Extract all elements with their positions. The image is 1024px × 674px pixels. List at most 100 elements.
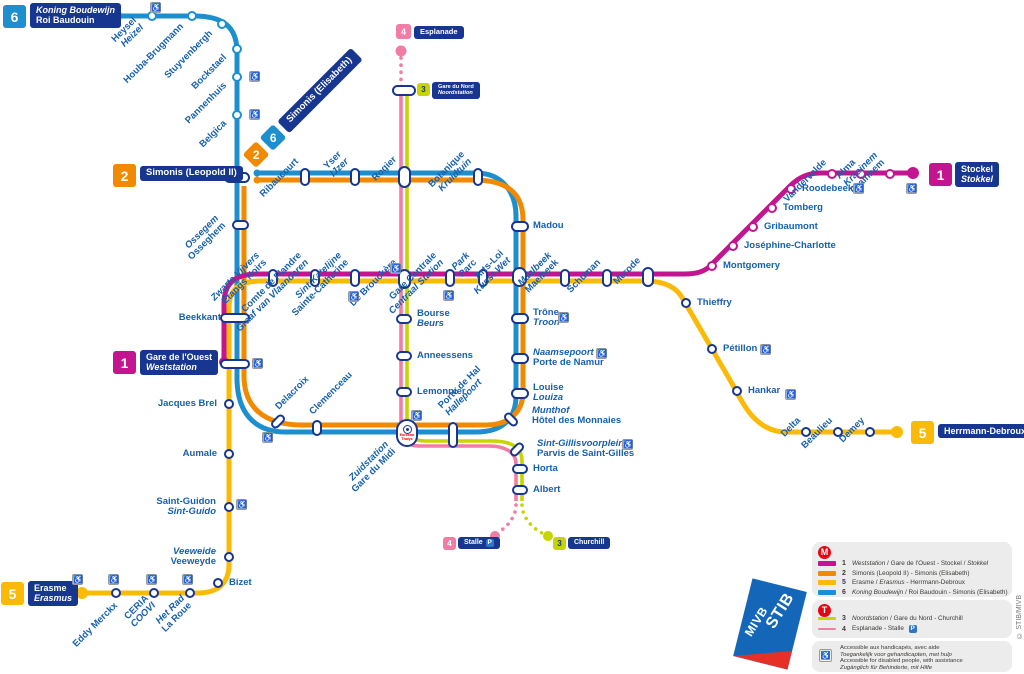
wheelchair-icon: ♿: [146, 574, 157, 585]
station-marker-thieffry: [681, 298, 691, 308]
station-label-bizet: Bizet: [229, 577, 252, 588]
station-marker-horta: [512, 464, 528, 474]
station-label-albert: Albert: [533, 484, 561, 495]
station-label-anneessens: Anneessens: [417, 350, 473, 361]
station-marker-demey: [865, 427, 875, 437]
station-marker-gare-du-midi: Eurostar Thalys: [396, 419, 418, 447]
station-marker-houba-brugmann: [187, 11, 197, 21]
eurostar-thalys-icon: Eurostar Thalys: [398, 424, 416, 442]
terminus-herrmann-debroux: [891, 426, 903, 438]
terminus-box-herrmann-debroux: Herrmann-Debroux: [938, 424, 1024, 439]
wheelchair-icon: ♿: [249, 109, 260, 120]
line-badge-stockel: 1: [929, 163, 952, 186]
line-badge-koning-boudewijn: 6: [3, 5, 26, 28]
terminus-stockel: [907, 167, 919, 179]
station-marker-saint-guidon: [224, 502, 234, 512]
station-marker-ribaucourt: [300, 168, 310, 186]
line-badge-stalle: 4: [443, 537, 456, 550]
line-badge-erasme: 5: [1, 582, 24, 605]
terminus-box-simonis-leopold: Simonis (Leopold II): [140, 166, 243, 181]
station-marker-beaulieu: [833, 427, 843, 437]
wheelchair-icon: ♿: [906, 183, 917, 194]
wheelchair-icon: ♿: [262, 432, 273, 443]
station-marker-porte-de-hal: [448, 422, 458, 448]
wheelchair-icon: ♿: [150, 2, 161, 13]
legend-access-box: [812, 641, 1012, 672]
line-badge-churchill: 3: [553, 537, 566, 550]
terminus-erasme: [76, 587, 88, 599]
terminus-box-churchill: Churchill: [568, 537, 611, 550]
line-badge-simonis-leopold: 2: [113, 164, 136, 187]
station-marker-rogier: [397, 166, 411, 188]
station-label-thieffry: Thieffry: [697, 297, 732, 308]
station-marker-louise: [511, 387, 529, 399]
station-marker-gare-centrale: [445, 269, 455, 287]
station-marker-bourse: [396, 314, 412, 324]
wheelchair-icon: ♿: [72, 574, 83, 585]
station-marker-hankar: [732, 386, 742, 396]
line-6: [116, 13, 519, 435]
line-badge-esplanade: 4: [396, 24, 411, 39]
station-label-tomberg: Tomberg: [783, 202, 823, 213]
station-marker-kraainem: [885, 169, 895, 179]
station-marker-arts-loi: [511, 267, 527, 287]
station-marker-comte-de-flandre: [310, 269, 320, 287]
station-marker-porte-de-namur: [511, 352, 529, 364]
terminus-churchill: [543, 531, 553, 541]
station-marker-gare-de-l-ouest: [220, 359, 250, 369]
wheelchair-icon: ♿: [596, 348, 607, 359]
station-label-gribaumont: Gribaumont: [764, 221, 818, 232]
tram-symbol-icon: T: [818, 604, 831, 617]
terminus-simonis-2: [253, 176, 261, 184]
wheelchair-icon: ♿: [411, 410, 422, 421]
station-marker-het-rad: [185, 588, 195, 598]
wheelchair-icon: ♿: [390, 263, 401, 274]
station-marker-montgomery: [707, 261, 717, 271]
station-marker-belgica: [232, 110, 242, 120]
station-marker-jacques-brel: [224, 399, 234, 409]
legend-line-swatch: [818, 580, 836, 585]
station-marker-veeweide: [224, 552, 234, 562]
station-marker-botanique: [473, 168, 483, 186]
metro-symbol-icon: M: [818, 546, 831, 559]
line-badge-gare-du-nord: 3: [417, 83, 430, 96]
station-marker-tomberg: [767, 203, 777, 213]
station-marker-gribaumont: [748, 222, 758, 232]
wheelchair-icon: ♿: [785, 389, 796, 400]
station-label-horta: Horta: [533, 463, 558, 474]
wheelchair-icon: ♿: [236, 499, 247, 510]
wheelchair-icon: ♿: [853, 183, 864, 194]
station-marker-stuyvenbergh: [217, 19, 227, 29]
wheelchair-icon: ♿: [249, 71, 260, 82]
station-label-jacques-brel: Jacques Brel: [157, 398, 217, 409]
legend-line-swatch: [818, 627, 836, 631]
line-badge-gare-de-l-ouest: 1: [113, 351, 136, 374]
station-marker-lemonnier: [396, 387, 412, 397]
legend-line-swatch: [818, 570, 836, 576]
station-label-madou: Madou: [533, 220, 564, 231]
wheelchair-icon: ♿: [622, 439, 633, 450]
parking-icon: P: [908, 625, 917, 633]
parking-icon: P: [485, 539, 494, 547]
station-marker-parc: [478, 269, 488, 287]
station-marker-aumale: [224, 449, 234, 459]
station-label-lemonnier: Lemonnier: [417, 386, 466, 397]
station-marker-pannenhuis: [232, 72, 242, 82]
line-3-dotted: [520, 503, 546, 536]
legend-line-swatch: [818, 561, 836, 566]
station-label-petillon: Pétillon: [723, 343, 758, 354]
